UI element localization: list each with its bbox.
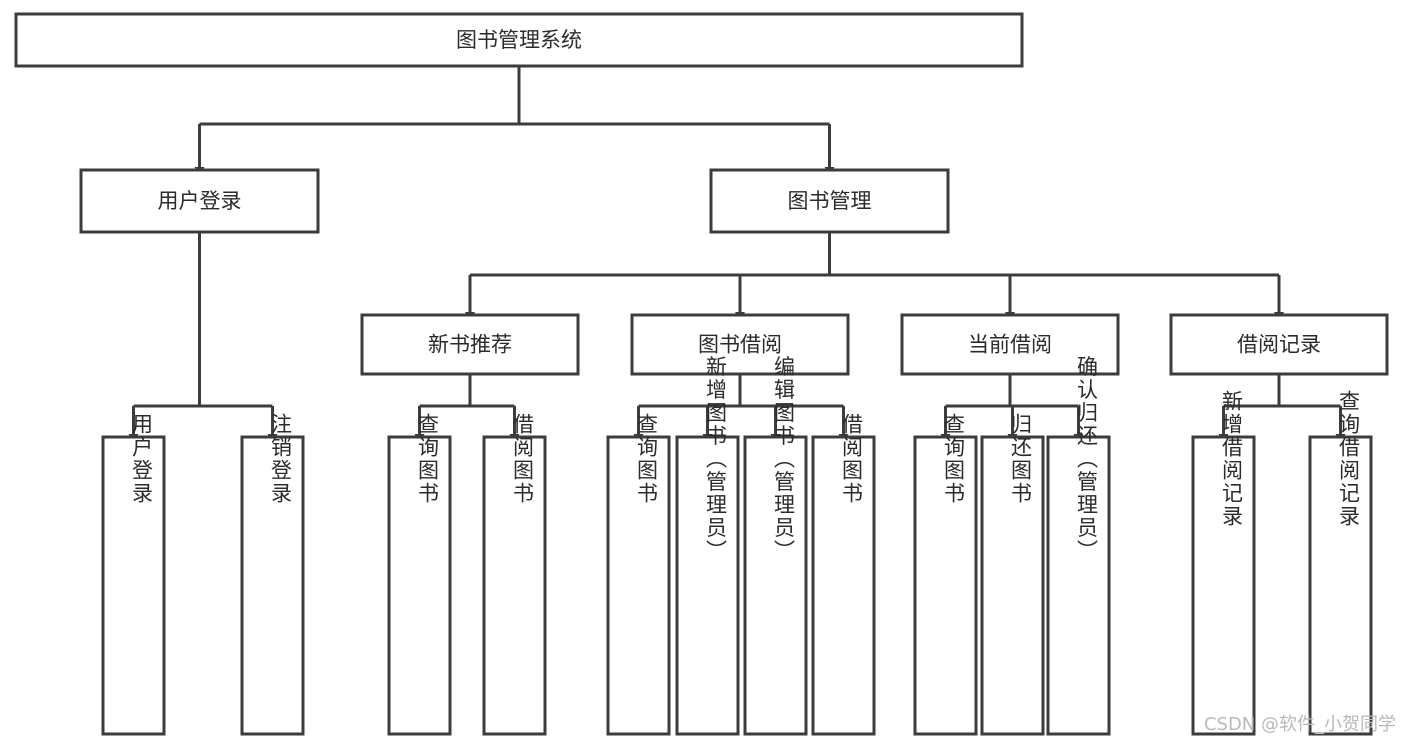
node-l2-1[interactable]: 图书管理 xyxy=(709,168,950,234)
node-box-图书借阅[interactable] xyxy=(630,313,850,376)
node-l3-2[interactable]: 当前借阅 xyxy=(900,313,1120,376)
connector-lines xyxy=(128,66,1346,443)
node-label-查询图书: 查询图书 xyxy=(416,413,440,505)
node-label-借阅图书: 借阅图书 xyxy=(840,413,864,505)
node-leaf-2[interactable]: 查询图书 xyxy=(387,413,452,736)
node-box-新增图书管理员[interactable] xyxy=(675,435,740,736)
node-l3-1[interactable]: 图书借阅 xyxy=(630,313,850,376)
csdn-watermark: CSDN @软件_小贺同学 xyxy=(1204,714,1396,735)
node-box-用户登录[interactable] xyxy=(79,168,320,234)
node-label-注销登录: 注销登录 xyxy=(269,413,293,505)
node-box-查询借阅记录[interactable] xyxy=(1308,435,1373,736)
node-l3-3[interactable]: 借阅记录 xyxy=(1169,313,1389,376)
node-label-查询图书: 查询图书 xyxy=(942,413,966,505)
node-box-归还图书[interactable] xyxy=(980,435,1045,736)
node-label-图书借阅: 图书借阅 xyxy=(698,333,782,357)
node-leaf-0[interactable]: 用户登录 xyxy=(101,413,166,736)
node-label-借阅图书: 借阅图书 xyxy=(511,413,535,505)
node-label-编辑图书管理员: 编辑图书（管理员） xyxy=(772,356,796,563)
node-box-借阅图书[interactable] xyxy=(482,435,547,736)
node-leaf-10[interactable]: 确认归还（管理员） xyxy=(1046,356,1111,736)
node-leaf-3[interactable]: 借阅图书 xyxy=(482,413,547,736)
node-label-归还图书: 归还图书 xyxy=(1009,413,1033,505)
node-box-图书管理系统[interactable] xyxy=(14,12,1024,68)
node-label-新书推荐: 新书推荐 xyxy=(428,333,512,357)
node-leaf-8[interactable]: 查询图书 xyxy=(913,413,978,736)
node-root-0[interactable]: 图书管理系统 xyxy=(14,12,1024,68)
node-label-查询借阅记录: 查询借阅记录 xyxy=(1337,390,1361,528)
node-box-借阅图书[interactable] xyxy=(811,435,876,736)
node-label-用户登录: 用户登录 xyxy=(158,189,242,213)
node-box-图书管理[interactable] xyxy=(709,168,950,234)
node-l3-0[interactable]: 新书推荐 xyxy=(360,313,580,376)
node-leaf-7[interactable]: 借阅图书 xyxy=(811,413,876,736)
node-label-新增借阅记录: 新增借阅记录 xyxy=(1220,390,1244,528)
node-label-用户登录: 用户登录 xyxy=(130,413,154,505)
node-l2-0[interactable]: 用户登录 xyxy=(79,168,320,234)
node-leaf-1[interactable]: 注销登录 xyxy=(240,413,305,736)
node-box-查询图书[interactable] xyxy=(387,435,452,736)
node-leaf-4[interactable]: 查询图书 xyxy=(606,413,671,736)
node-box-查询图书[interactable] xyxy=(913,435,978,736)
node-leaf-11[interactable]: 新增借阅记录 xyxy=(1191,390,1256,736)
node-label-借阅记录: 借阅记录 xyxy=(1237,333,1321,357)
node-box-新增借阅记录[interactable] xyxy=(1191,435,1256,736)
node-label-查询图书: 查询图书 xyxy=(635,413,659,505)
node-label-确认归还管理员: 确认归还（管理员） xyxy=(1075,356,1099,563)
node-box-用户登录[interactable] xyxy=(101,435,166,736)
node-box-注销登录[interactable] xyxy=(240,435,305,736)
node-label-图书管理: 图书管理 xyxy=(788,189,872,213)
node-leaf-9[interactable]: 归还图书 xyxy=(980,413,1045,736)
node-boxes: 图书管理系统用户登录图书管理新书推荐图书借阅当前借阅借阅记录用户登录注销登录查询… xyxy=(14,12,1389,736)
node-label-图书管理系统: 图书管理系统 xyxy=(456,28,582,52)
node-box-编辑图书管理员[interactable] xyxy=(743,435,808,736)
node-box-借阅记录[interactable] xyxy=(1169,313,1389,376)
node-box-确认归还管理员[interactable] xyxy=(1046,435,1111,736)
node-box-当前借阅[interactable] xyxy=(900,313,1120,376)
node-leaf-6[interactable]: 编辑图书（管理员） xyxy=(743,356,808,736)
node-label-当前借阅: 当前借阅 xyxy=(968,333,1052,357)
node-label-新增图书管理员: 新增图书（管理员） xyxy=(704,356,728,563)
node-box-查询图书[interactable] xyxy=(606,435,671,736)
node-leaf-5[interactable]: 新增图书（管理员） xyxy=(675,356,740,736)
node-box-新书推荐[interactable] xyxy=(360,313,580,376)
node-leaf-12[interactable]: 查询借阅记录 xyxy=(1308,390,1373,736)
